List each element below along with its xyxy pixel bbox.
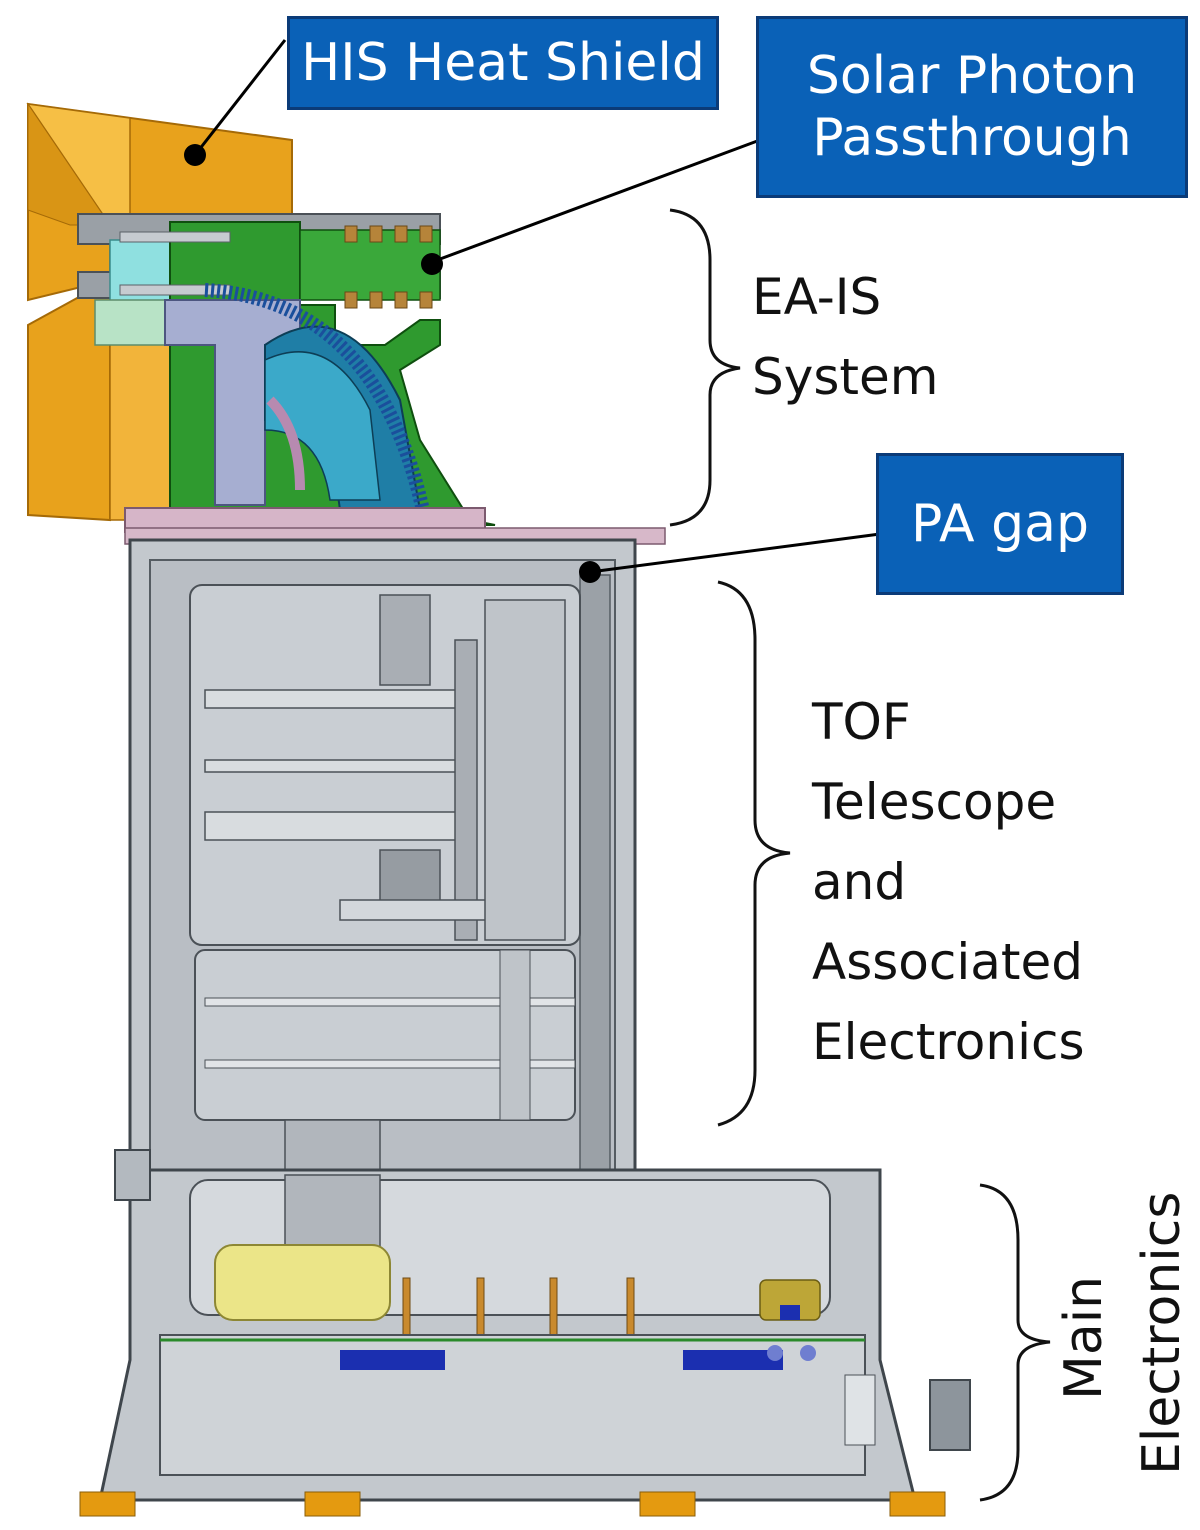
leader-lines [184,39,881,583]
solar-photon-passthrough-callout: Solar Photon Passthrough [756,16,1188,198]
tof-housing-drawing [124,527,666,1201]
main-electronics-label-line2: Electronics [1132,1191,1192,1475]
pa-gap-label: PA gap [910,494,1089,554]
tof-telescope-label: TOF Telescope and Associated Electronics [812,693,1085,1071]
solar-photon-passthrough-label: Solar Photon Passthrough [806,46,1138,168]
brackets [669,208,1051,1502]
pa-gap-pointer-dot [579,561,601,583]
heat-shield-drawing [26,102,293,522]
main-electronics-drawing [79,1149,971,1517]
ea-is-drawing [77,213,496,533]
heat-shield-pointer-dot [184,144,206,166]
ea-is-system-label: EA-IS System [752,268,939,406]
main-electronics-label-line1: Main [1054,1275,1114,1400]
pa-gap-callout: PA gap [876,453,1124,595]
his-heat-shield-label: HIS Heat Shield [301,33,705,93]
solar-passthrough-pointer-dot [421,253,443,275]
his-heat-shield-callout: HIS Heat Shield [287,16,719,110]
